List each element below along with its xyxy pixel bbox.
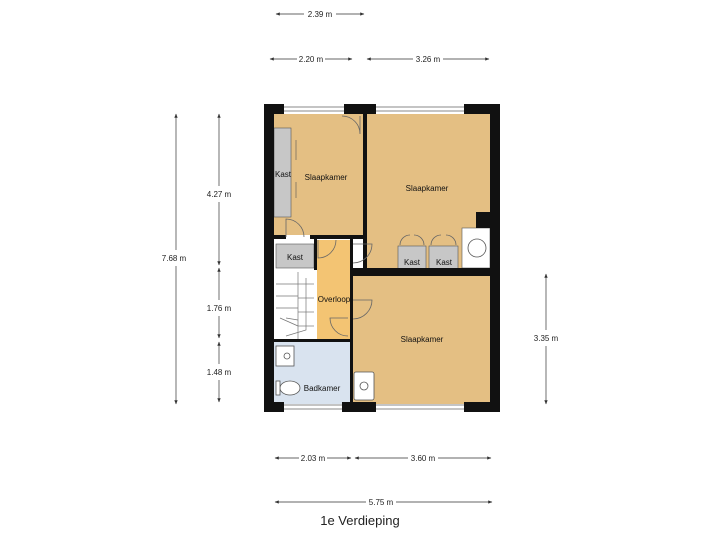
room-label-landing: Overloop [318,295,351,304]
landing-floor [317,240,350,341]
dim-left-middle: 1.76 m [207,304,232,313]
dim-right: 3.35 m [534,334,559,343]
windows [284,106,464,410]
floor-title: 1e Verdieping [320,513,400,528]
closet-label-wall: Kast [275,170,292,179]
dim-left-lower: 1.48 m [207,368,232,377]
dim-top-left: 2.20 m [299,55,324,64]
closet-label-right-2: Kast [436,258,453,267]
doors [285,115,457,337]
dim-bottom-left: 2.03 m [301,454,326,463]
stair-area [274,270,315,341]
room-label-bathroom: Badkamer [304,384,341,393]
bedroom-bottom-right-floor [353,276,490,404]
closet-label-small: Kast [287,253,304,262]
bathroom-fixtures [275,238,487,401]
dim-top-total: 2.39 m [308,10,333,19]
right-closet-1-shape [397,245,427,271]
dim-left-total: 7.68 m [162,254,187,263]
small-closet-shape [275,243,315,269]
right-closet-2-shape [428,245,459,271]
room-label-bedroom-bottom-right: Slaapkamer [401,335,444,344]
walls [264,104,500,412]
closet-label-right-1: Kast [404,258,421,267]
room-label-bedroom-top-left: Slaapkamer [305,173,348,182]
room-label-bedroom-top-right: Slaapkamer [406,184,449,193]
dim-top-right: 3.26 m [416,55,441,64]
dimension-lines [174,12,548,504]
dim-bottom-right: 3.60 m [411,454,436,463]
dim-bottom-total: 5.75 m [369,498,394,507]
dim-left-upper: 4.27 m [207,190,232,199]
staircase [276,272,314,339]
